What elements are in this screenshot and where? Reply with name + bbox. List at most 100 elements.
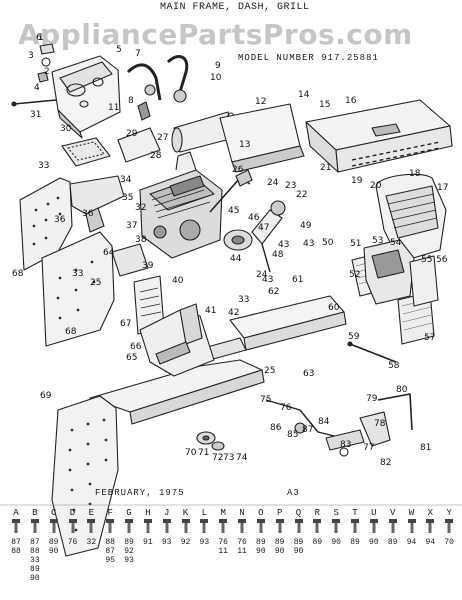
hardware-key-number: 89 xyxy=(350,538,360,547)
part-callout: 17 xyxy=(437,183,448,193)
screw-icon xyxy=(369,519,378,533)
screw-icon xyxy=(313,519,322,533)
hardware-key-letter: U xyxy=(371,508,377,518)
part-callout: 56 xyxy=(436,255,448,265)
part-callout: 33 xyxy=(38,161,49,171)
part-callout: 26 xyxy=(232,165,244,175)
screw-icon xyxy=(125,519,133,533)
part-callout: 82 xyxy=(380,458,391,468)
engine xyxy=(139,151,223,259)
part-callout: 3 xyxy=(28,51,34,61)
part-callout: 1 xyxy=(38,33,44,43)
screw-icon xyxy=(332,519,341,533)
page-title: MAIN FRAME, DASH, GRILL xyxy=(160,2,310,13)
part-callout: 69 xyxy=(40,391,52,401)
part-callout: 29 xyxy=(126,129,138,139)
hardware-key-number: 76 xyxy=(67,538,78,547)
pulley-assembly xyxy=(223,200,286,273)
headlight-housing xyxy=(363,239,439,307)
hardware-key-letter: M xyxy=(220,508,226,518)
screw-icon xyxy=(445,519,454,533)
part-callout: 72 xyxy=(212,453,223,463)
hardware-key-number: 11 xyxy=(218,547,228,556)
grill-rod xyxy=(349,343,397,363)
part-callout: 57 xyxy=(424,333,435,343)
hardware-key-number: 90 xyxy=(30,574,40,583)
part-callout: 8 xyxy=(128,96,134,106)
part-callout: 80 xyxy=(396,385,408,395)
hardware-key-letter: F xyxy=(107,508,113,518)
screw-icon xyxy=(143,519,152,533)
part-callout: 18 xyxy=(409,169,421,179)
part-callout: 83 xyxy=(340,440,351,450)
hardware-key-number: 88 xyxy=(30,547,40,556)
screw-icon xyxy=(407,519,416,533)
hardware-key-number: 76 xyxy=(237,538,247,547)
watermark: AppliancePartsPros.com xyxy=(18,18,413,51)
hardware-key-letter: X xyxy=(427,508,434,518)
hardware-key-letter: W xyxy=(408,508,415,518)
part-callout: 13 xyxy=(239,140,250,150)
part-callout: 71 xyxy=(198,448,209,458)
lower-pulleys xyxy=(196,431,225,451)
part-callout: 65 xyxy=(126,353,137,363)
part-callout: 30 xyxy=(60,124,72,134)
part-callout: 36 xyxy=(54,215,66,225)
screw-icon xyxy=(294,519,303,533)
part-callout: 11 xyxy=(108,103,119,113)
hardware-key-number: 11 xyxy=(237,547,247,556)
part-callout: 36 xyxy=(82,209,94,219)
hardware-key-number: 89 xyxy=(293,538,304,547)
part-callout: 76 xyxy=(280,403,292,413)
part-callout: 66 xyxy=(130,342,142,352)
hardware-key-number: 90 xyxy=(293,547,304,556)
hardware-key-letter: G xyxy=(126,508,132,518)
part-callout: 23 xyxy=(285,181,296,191)
screw-icon xyxy=(426,519,435,533)
part-callout: 87 xyxy=(302,425,313,435)
hardware-key-letter: A xyxy=(13,508,19,518)
left-side-panel xyxy=(19,177,73,271)
hardware-key-number: 89 xyxy=(387,538,398,547)
screw-icon xyxy=(49,519,58,533)
hardware-key-number: 33 xyxy=(30,556,40,565)
hardware-key-number: 94 xyxy=(425,538,436,547)
part-callout: 62 xyxy=(268,287,279,297)
hardware-key-letter: Y xyxy=(446,508,452,518)
screw-icon xyxy=(275,519,284,533)
part-callout: 54 xyxy=(390,238,402,248)
dash-hardware xyxy=(11,43,57,107)
screw-icon xyxy=(106,519,115,533)
part-callout: 46 xyxy=(248,213,260,223)
hardware-key-number: 89 xyxy=(312,538,323,547)
part-callout: 19 xyxy=(351,176,363,186)
part-callout: 21 xyxy=(320,163,331,173)
part-callout: 60 xyxy=(328,303,340,313)
part-callout: 33 xyxy=(72,269,83,279)
part-callout: 55 xyxy=(421,255,432,265)
part-callout: 44 xyxy=(230,254,242,264)
hardware-key-number: 89 xyxy=(274,538,285,547)
hardware-key-number: 93 xyxy=(161,538,172,547)
part-callout: 4 xyxy=(34,83,40,93)
hardware-key-number: 76 xyxy=(218,538,228,547)
hardware-key-number: 89 xyxy=(30,565,40,574)
dash-panel xyxy=(51,55,121,139)
part-callout: 25 xyxy=(264,366,275,376)
part-callout: 48 xyxy=(272,250,284,260)
screw-icon xyxy=(30,519,39,533)
issue-date: FEBRUARY, 1975 xyxy=(95,488,185,498)
part-callout: 40 xyxy=(172,276,184,286)
screw-icon xyxy=(181,519,190,533)
part-callout: 53 xyxy=(372,236,383,246)
hardware-key-letter: P xyxy=(276,508,283,518)
